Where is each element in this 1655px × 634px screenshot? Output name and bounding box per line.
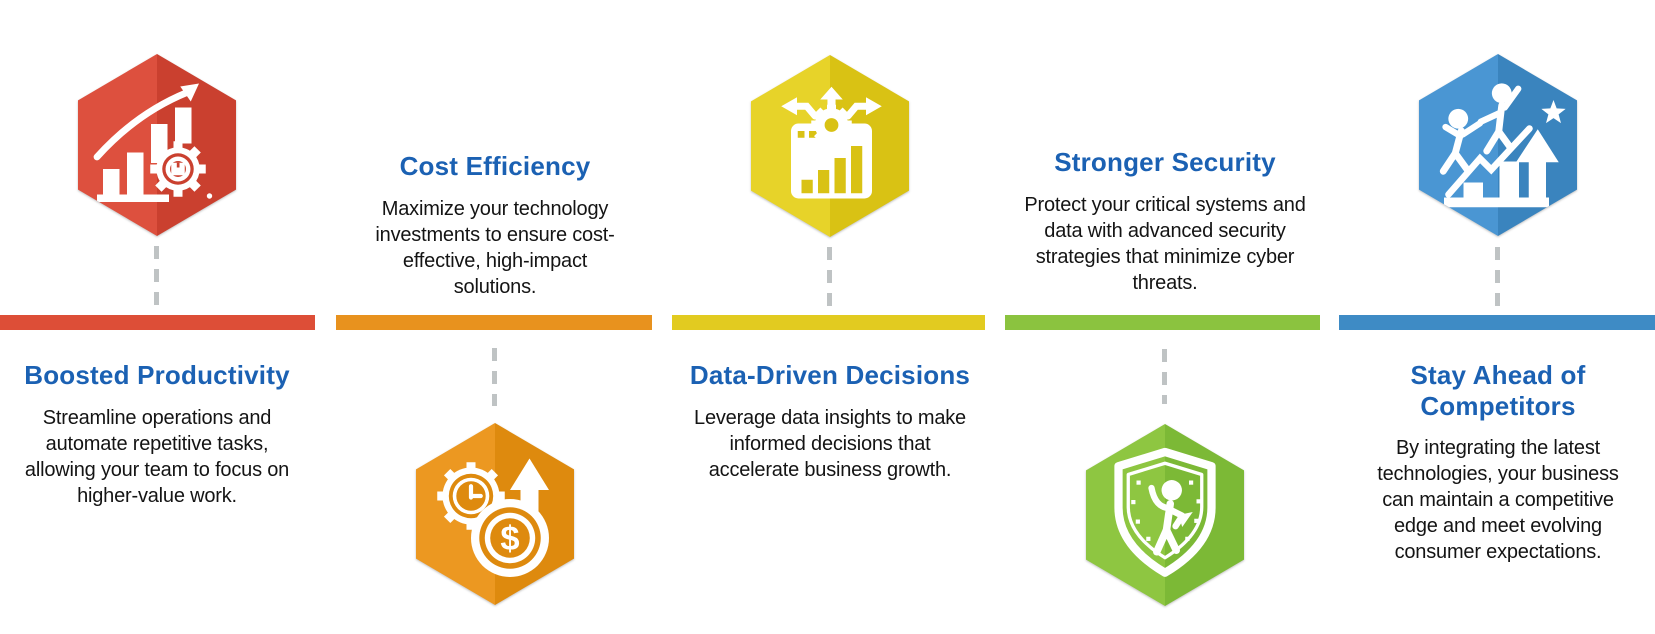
item-title: Data-Driven Decisions xyxy=(689,360,971,390)
hexagon-stay-ahead xyxy=(1419,54,1577,236)
hexagon-stronger-security xyxy=(1086,424,1244,606)
hexagon-shape xyxy=(1086,424,1244,606)
gear-clock-dollar-icon: $ xyxy=(437,458,549,577)
person-lower-glyph xyxy=(1439,108,1484,175)
text-block-boosted-productivity: Boosted Productivity Streamline operatio… xyxy=(0,360,327,509)
text-block-stay-ahead: Stay Ahead of Competitors By integrating… xyxy=(1328,360,1655,565)
item-description: By integrating the latest technologies, … xyxy=(1377,437,1619,564)
analytics-window-gear-icon xyxy=(781,86,882,199)
item-description: Streamline operations and automate repet… xyxy=(24,406,290,507)
item-title: Boosted Productivity xyxy=(24,360,290,390)
bar-segment-boosted-productivity xyxy=(0,315,315,330)
gear-glyph xyxy=(811,104,852,146)
left-arrow-glyph xyxy=(793,102,819,120)
shield-dots xyxy=(1131,480,1201,541)
shield-outline xyxy=(1114,447,1216,577)
item-title: Cost Efficiency xyxy=(399,151,591,181)
up-arrow-glyph xyxy=(820,86,843,100)
item-title: Stay Ahead of Competitors xyxy=(1410,360,1586,421)
bar-segment-data-driven-decisions xyxy=(672,315,985,330)
up-arrow-glyph xyxy=(1528,160,1546,198)
star-glyph xyxy=(1541,100,1566,124)
connector-data-driven-decisions xyxy=(827,247,832,308)
bar-segment-stronger-security xyxy=(1005,315,1320,330)
hexagon-data-driven-decisions xyxy=(751,55,909,237)
hexagon-cost-efficiency: $ xyxy=(416,423,574,605)
up-arrow-glyph xyxy=(510,458,549,490)
climb-growth-star-icon xyxy=(1439,83,1566,208)
connector-boosted-productivity xyxy=(154,246,159,308)
text-block-data-driven-decisions: Data-Driven Decisions Leverage data insi… xyxy=(660,360,1000,483)
svg-text:$: $ xyxy=(500,520,519,558)
connector-cost-efficiency xyxy=(492,348,497,406)
gear-glyph xyxy=(150,141,206,197)
hexagon-shape xyxy=(78,54,236,236)
item-description: Leverage data insights to make informed … xyxy=(694,406,966,481)
item-description: Protect your critical systems and data w… xyxy=(1024,193,1306,294)
item-title: Stronger Security xyxy=(1054,147,1276,177)
growth-chart-gear-icon xyxy=(93,83,213,202)
text-block-stronger-security: Stronger Security Protect your critical … xyxy=(995,147,1335,296)
item-description: Maximize your technology investments to … xyxy=(375,197,615,298)
person-upper-glyph xyxy=(1477,83,1522,155)
bar-segment-cost-efficiency xyxy=(336,315,652,330)
hexagon-shape xyxy=(1419,54,1577,236)
person-glyph xyxy=(1148,480,1193,556)
dollar-coin-glyph: $ xyxy=(471,499,549,577)
right-arrow-glyph xyxy=(844,102,870,120)
hexagon-shape: $ xyxy=(416,423,574,605)
hexagon-shape xyxy=(751,55,909,237)
hexagon-boosted-productivity xyxy=(78,54,236,236)
bar-segment-stay-ahead xyxy=(1339,315,1655,330)
shield-person-icon xyxy=(1114,447,1216,577)
text-block-cost-efficiency: Cost Efficiency Maximize your technology… xyxy=(325,151,665,300)
connector-stronger-security xyxy=(1162,349,1167,404)
connector-stay-ahead xyxy=(1495,247,1500,308)
